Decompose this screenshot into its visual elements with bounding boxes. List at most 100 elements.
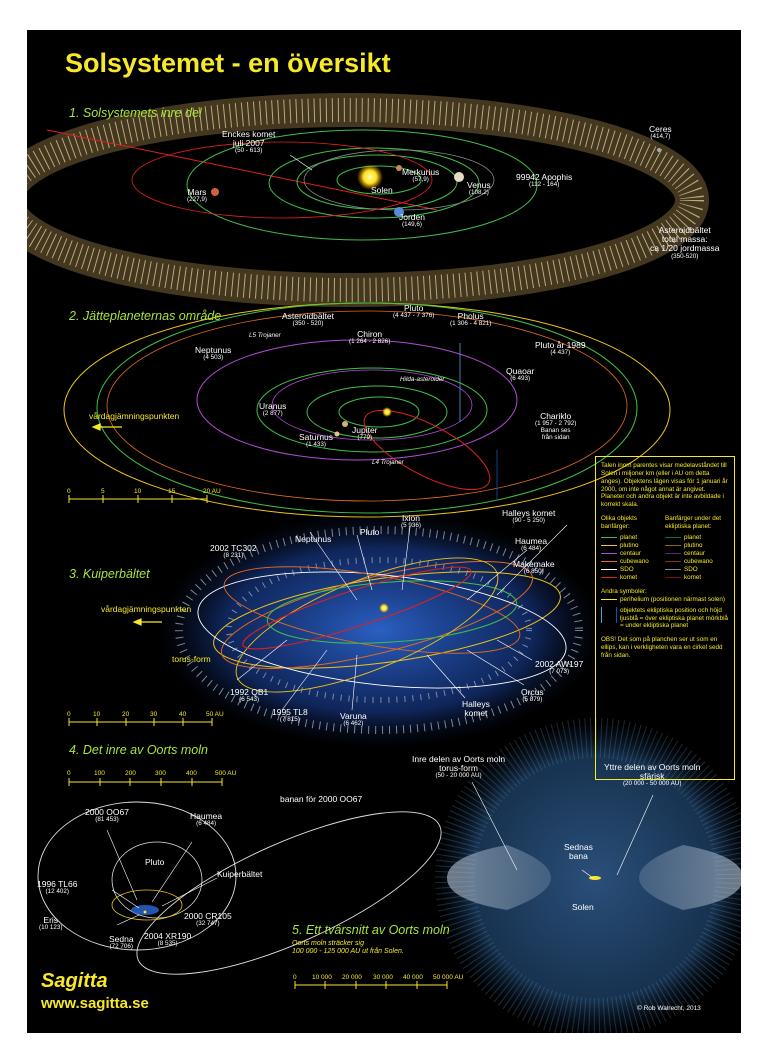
mercury bbox=[396, 165, 402, 171]
halley-orbit bbox=[363, 409, 491, 491]
label-2002-tc302: 2002 TC302(8 231) bbox=[210, 543, 257, 560]
label-merkurius: Merkurius(57,9) bbox=[402, 167, 440, 184]
legend-label: centaur bbox=[620, 549, 642, 557]
label-neptunus-kb: Neptunus bbox=[295, 534, 332, 544]
label-haumea-oort: Haumea(6 484) bbox=[190, 811, 223, 828]
kb-orbit-3 bbox=[197, 571, 567, 689]
label-saturnus: Saturnus(1 433) bbox=[299, 432, 334, 449]
sun bbox=[357, 164, 383, 190]
label-apophis: 99942 Apophis(112 - 164) bbox=[516, 172, 573, 189]
mars bbox=[211, 188, 219, 196]
kb-orbit-5 bbox=[235, 557, 499, 693]
label-oo67-orbit: banan för 2000 OO67 bbox=[280, 794, 363, 804]
label-torus-form: torus-form bbox=[172, 654, 211, 664]
label-ceres: Ceres(414,7) bbox=[649, 124, 672, 141]
kb-orbit-6 bbox=[266, 580, 518, 644]
encke-orbit bbox=[131, 141, 433, 219]
brand-logo: Sagitta bbox=[41, 970, 108, 992]
label-solen-oort: Solen bbox=[572, 902, 594, 912]
saturn-orbit bbox=[306, 385, 448, 439]
legend-swatch bbox=[665, 569, 681, 571]
section-2-heading: 2. Jätteplaneternas område bbox=[69, 309, 222, 323]
kb-orbit-2 bbox=[220, 561, 534, 669]
website-link[interactable]: www.sagitta.se bbox=[41, 995, 149, 1012]
legend-label: cubewano bbox=[684, 557, 713, 565]
label-varuna: Varuna(6 462) bbox=[340, 711, 367, 728]
legend-label: cubewano bbox=[620, 557, 649, 565]
encke-tail bbox=[46, 129, 438, 211]
chiron-orbit bbox=[271, 369, 473, 441]
label-equinox-3: vårdagjämningspunkten bbox=[101, 604, 192, 614]
page-title: Solsystemet - en översikt bbox=[65, 48, 391, 78]
label-hilda: Hilda-asteroider bbox=[400, 376, 445, 383]
mercury-orbit bbox=[336, 165, 422, 195]
legend-obs: OBS! Det som på planchen ser ut som en e… bbox=[601, 636, 723, 660]
label-uranus: Uranus(2 877) bbox=[259, 401, 287, 418]
label-chiron: Chiron(1 264 - 2 826) bbox=[349, 329, 391, 346]
section-5-heading: 5. Ett tvärsnitt av Oorts moln bbox=[292, 923, 450, 937]
label-2000-oo67: 2000 OO67(81 453) bbox=[85, 807, 129, 824]
label-pluto-oort: Pluto bbox=[145, 857, 165, 867]
legend-item-sdo: SDO bbox=[665, 566, 729, 574]
label-jorden: Jorden(149,6) bbox=[399, 212, 425, 229]
kb-orbit-halley bbox=[242, 566, 472, 650]
sun-kuiper bbox=[379, 603, 389, 613]
legend-label: plutino bbox=[684, 541, 703, 549]
legend-label: komet bbox=[684, 573, 702, 581]
section-1-heading: 1. Solsystemets inre del bbox=[69, 106, 202, 120]
kuiper-belt bbox=[157, 512, 601, 748]
ceres bbox=[657, 148, 661, 152]
diagram-art bbox=[27, 93, 741, 1033]
legend-item-komet: komet bbox=[665, 574, 729, 582]
label-pluto: Pluto(4 437 - 7 376) bbox=[393, 303, 435, 320]
legend-swatch bbox=[601, 569, 617, 571]
scale-bars bbox=[68, 495, 448, 989]
sun-small bbox=[382, 407, 392, 417]
label-2004-xr190: 2004 XR190(8 535) bbox=[144, 931, 192, 948]
label-2000-cr105: 2000 CR105(32 747) bbox=[184, 911, 232, 928]
legend-label: planet bbox=[620, 533, 638, 541]
mars-orbit bbox=[186, 129, 538, 241]
label-jupiter: Jupiter(779) bbox=[352, 425, 378, 442]
legend-swatch bbox=[601, 537, 617, 539]
credit: © Rob Walrecht, 2013 bbox=[637, 1005, 701, 1012]
inner-oort-cloud bbox=[37, 801, 442, 975]
legend-item-planet: planet bbox=[601, 534, 665, 542]
label-equinox-2: vårdagjämningspunkten bbox=[89, 411, 180, 421]
legend-item-cubewano: cubewano bbox=[601, 558, 665, 566]
kb-orbit-1 bbox=[213, 571, 561, 669]
label-1992-qb1: 1992 QB1(6 543) bbox=[230, 687, 269, 704]
label-1995-tl8: 1995 TL8(7 815) bbox=[272, 707, 308, 724]
section-4-heading: 4. Det inre av Oorts moln bbox=[69, 743, 208, 757]
label-pluto-kb: Pluto bbox=[360, 527, 380, 537]
legend-item-plutino: plutino bbox=[665, 542, 729, 550]
legend-swatch bbox=[665, 553, 681, 555]
legend-swatch bbox=[665, 537, 681, 539]
earth bbox=[394, 207, 404, 217]
label-l4-trojans: L4 Trojaner bbox=[372, 459, 404, 466]
label-mars: Mars(227,9) bbox=[187, 187, 207, 204]
equinox-arrows bbox=[91, 423, 162, 626]
legend-perihelium: perihelium (positionen närmast solen) bbox=[601, 596, 729, 604]
kb-orbit-4 bbox=[223, 566, 521, 654]
quaoar-orbit bbox=[106, 310, 628, 502]
legend-label: centaur bbox=[684, 549, 706, 557]
legend-swatch bbox=[601, 553, 617, 555]
leader-lines bbox=[106, 154, 654, 926]
legend-swatch bbox=[665, 545, 681, 547]
legend-intro: Talen inom parentes visar medelavståndet… bbox=[601, 462, 728, 509]
label-makemake: Makemake(6 850) bbox=[513, 559, 555, 576]
legend-col-below-plane: Banfärger under det ekliptiska planet: p… bbox=[665, 515, 729, 582]
earth-orbit bbox=[268, 147, 480, 219]
legend-swatch bbox=[601, 561, 617, 563]
jupiter bbox=[342, 421, 348, 427]
label-1996-tl66: 1996 TL66(12 402) bbox=[37, 879, 78, 896]
